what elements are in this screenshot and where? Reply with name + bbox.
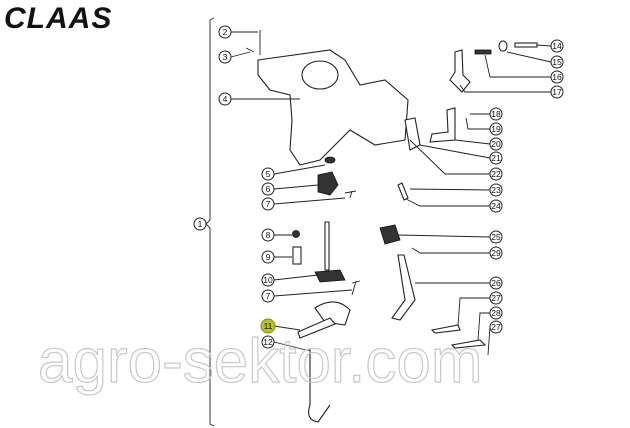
svg-text:18: 18 [491, 109, 501, 119]
svg-text:25: 25 [491, 232, 501, 242]
svg-text:2: 2 [223, 27, 228, 37]
callout-27b: 27 [489, 320, 503, 334]
callout-27: 27 [489, 291, 503, 305]
svg-text:22: 22 [491, 169, 501, 179]
right-callouts: 18 19 20 21 22 23 24 25 29 26 27 28 27 [489, 107, 503, 334]
right-top-callouts: 14 15 16 17 [550, 39, 564, 99]
callout-12: 12 [261, 335, 275, 349]
callout-29: 29 [489, 246, 503, 260]
claas-logo: CLAAS [4, 2, 112, 35]
callout-7b: 7 [261, 289, 275, 303]
svg-text:9: 9 [266, 252, 271, 262]
watermark: agro-sektor.com [38, 327, 483, 396]
svg-text:7: 7 [266, 291, 271, 301]
svg-text:12: 12 [263, 337, 273, 347]
part-6-gear [317, 171, 339, 196]
callout-10: 10 [261, 273, 275, 287]
part-5 [324, 156, 336, 164]
callout-24: 24 [489, 199, 503, 213]
svg-text:21: 21 [491, 153, 501, 163]
callout-28: 28 [489, 306, 503, 320]
housing-bore [301, 60, 339, 90]
svg-text:8: 8 [266, 230, 271, 240]
plate-27 [430, 324, 461, 334]
svg-text:1: 1 [198, 219, 203, 229]
svg-text:15: 15 [552, 57, 562, 67]
callout-17: 17 [550, 85, 564, 99]
callout-9: 9 [261, 250, 275, 264]
callout-4: 4 [218, 92, 232, 106]
callout-18: 18 [489, 107, 503, 121]
left-callouts: 2 3 4 5 6 7 8 9 10 7 11 12 [218, 25, 276, 349]
callout-5: 5 [261, 167, 275, 181]
callout-6: 6 [261, 182, 275, 196]
lever-28 [450, 339, 487, 349]
pin-7b [351, 280, 361, 296]
callout-8: 8 [261, 228, 275, 242]
callout-23: 23 [489, 183, 503, 197]
callout-2: 2 [218, 25, 232, 39]
part-21 [404, 117, 421, 151]
svg-text:27: 27 [491, 322, 501, 332]
callout-22: 22 [489, 167, 503, 181]
washer-15 [498, 40, 508, 52]
svg-text:23: 23 [491, 185, 501, 195]
pin-7 [344, 190, 357, 199]
svg-text:19: 19 [491, 124, 501, 134]
svg-text:27: 27 [491, 293, 501, 303]
bracket-20 [429, 107, 456, 143]
part-8 [292, 230, 300, 238]
callout-15: 15 [550, 55, 564, 69]
bolt-24 [397, 182, 409, 201]
svg-text:29: 29 [491, 248, 501, 258]
spring-16 [474, 49, 492, 55]
svg-text:17: 17 [552, 87, 562, 97]
svg-text:24: 24 [491, 201, 501, 211]
callout-25: 25 [489, 230, 503, 244]
svg-text:14: 14 [552, 41, 562, 51]
svg-text:5: 5 [266, 169, 271, 179]
part-25 [379, 224, 401, 245]
hook-12 [306, 349, 331, 423]
svg-text:26: 26 [491, 278, 501, 288]
svg-text:4: 4 [223, 94, 228, 104]
svg-text:20: 20 [491, 139, 501, 149]
knotter-11 [314, 301, 351, 326]
svg-text:10: 10 [263, 275, 273, 285]
svg-text:7: 7 [266, 199, 271, 209]
callout-11-highlighted: 11 [260, 318, 276, 334]
spring-9 [292, 246, 302, 265]
callout-26: 26 [489, 276, 503, 290]
svg-text:28: 28 [491, 308, 501, 318]
callout-19: 19 [489, 122, 503, 136]
lever-11 [297, 317, 336, 339]
svg-text:11: 11 [264, 321, 273, 331]
callout-3: 3 [218, 50, 232, 64]
callout-14: 14 [550, 39, 564, 53]
shaft-26 [391, 254, 416, 321]
shaft-base-10 [314, 269, 346, 283]
callout-20: 20 [489, 137, 503, 151]
bolt-14 [514, 42, 538, 48]
housing-part [257, 49, 409, 166]
callout-7: 7 [261, 197, 275, 211]
callout-21: 21 [489, 151, 503, 165]
part-17 [449, 49, 471, 93]
svg-text:6: 6 [266, 184, 271, 194]
leader-lines [230, 31, 552, 356]
callout-group-1: 1 [193, 217, 207, 231]
svg-text:16: 16 [552, 72, 562, 82]
shaft-10 [324, 221, 330, 271]
svg-text:3: 3 [223, 52, 228, 62]
callout-16: 16 [550, 70, 564, 84]
part-drawings [245, 30, 538, 423]
screws [245, 30, 261, 55]
